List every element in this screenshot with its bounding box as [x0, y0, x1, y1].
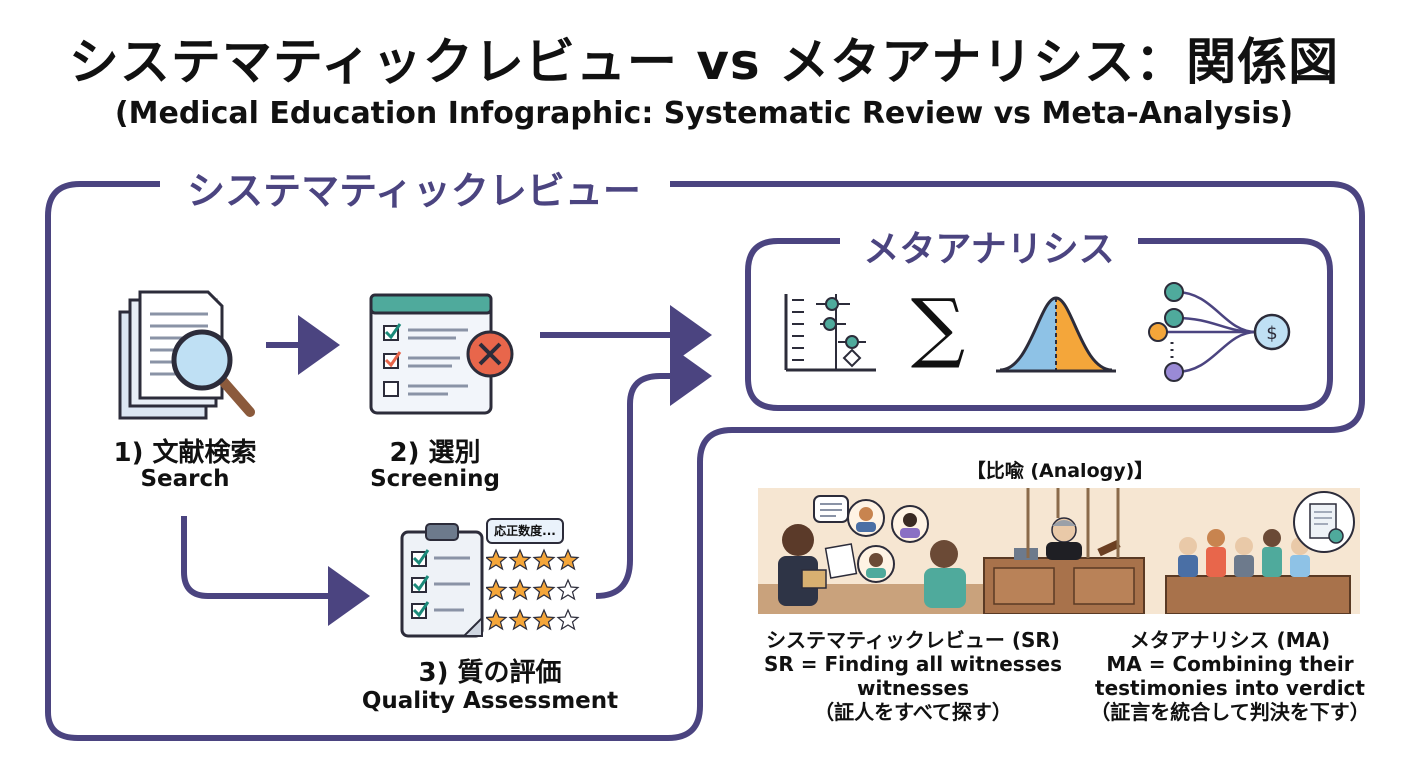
sr-caption-line-1: システマティックレビュー (SR) — [766, 628, 1060, 652]
forest-plot-icon — [784, 294, 876, 372]
bell-curve-icon — [996, 296, 1116, 373]
step-3-label: 3) 質の評価 — [418, 658, 562, 688]
sr-caption-line-3: witnesses — [857, 676, 969, 700]
quality-badge: 応正数度... — [486, 518, 564, 544]
ma-analogy-caption: メタアナリシス (MA) MA = Combining their testim… — [1074, 628, 1386, 724]
sr-caption-line-2: SR = Finding all witnesses — [763, 652, 1063, 676]
step-2-label-en: Screening — [370, 466, 500, 492]
sr-analogy-caption: システマティックレビュー (SR) SR = Finding all witne… — [752, 628, 1074, 724]
step-2-label: 2) 選別 — [389, 438, 481, 468]
sr-label: システマティックレビュー — [164, 160, 664, 213]
clipboard-rating-icon — [400, 523, 484, 638]
network-merge-icon: $ — [1148, 282, 1291, 382]
sr-caption-line-4: （証人をすべて探す） — [814, 700, 1012, 724]
step-1-label: 1) 文献検索 — [113, 438, 257, 468]
ma-caption-line-4: （証言を統合して判決を下す） — [1090, 700, 1370, 724]
arrow-quality-to-ma — [595, 346, 712, 599]
courtroom-illustration — [758, 488, 1360, 614]
arrow-search-to-quality — [181, 516, 370, 626]
page-subtitle: (Medical Education Infographic: Systemat… — [114, 96, 1294, 131]
svg-text:$: $ — [1266, 323, 1277, 344]
ma-caption-line-2: MA = Combining their — [1106, 652, 1354, 676]
sigma-icon: ∑ — [910, 282, 966, 371]
step-3-label-en: Quality Assessment — [361, 688, 619, 714]
ma-frame — [745, 238, 1333, 411]
checklist-reject-icon — [369, 293, 514, 415]
step-1-label-en: Search — [140, 466, 230, 492]
ma-label: メタアナリシス — [846, 220, 1132, 270]
ma-caption-line-1: メタアナリシス (MA) — [1129, 628, 1331, 652]
analogy-title: 【比喩 (Analogy)】 — [966, 460, 1154, 482]
ma-caption-line-3: testimonies into verdict — [1095, 676, 1365, 700]
page-title: システマティックレビュー vs メタアナリシス：関係図 — [68, 33, 1340, 91]
document-search-icon — [118, 290, 255, 420]
star-rating-icon — [486, 549, 579, 630]
sr-frame — [45, 181, 1365, 741]
